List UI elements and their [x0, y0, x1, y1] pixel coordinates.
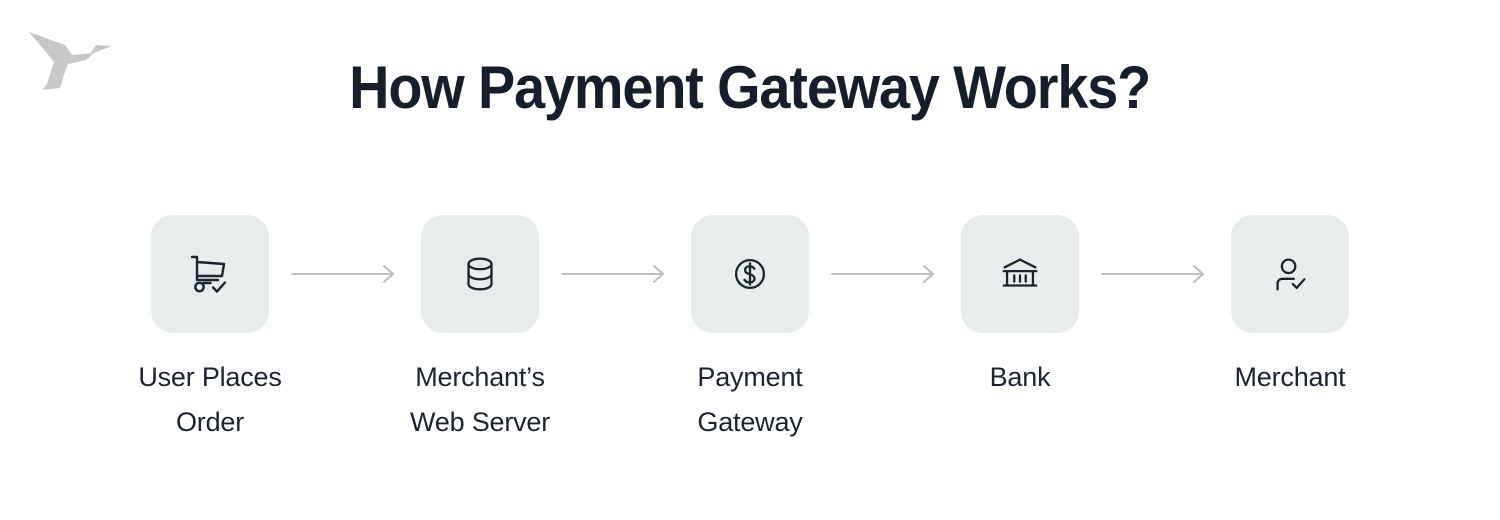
- shopping-cart-check-icon: [186, 250, 234, 298]
- arrow-right-icon: [540, 215, 690, 333]
- flow-step-label: Merchant: [1234, 362, 1346, 392]
- flow-step-icon-card: [421, 215, 539, 333]
- database-server-icon: [457, 251, 503, 297]
- bank-building-icon: [997, 251, 1043, 297]
- page-title: How Payment Gateway Works?: [349, 54, 1151, 121]
- flow-step-label: Bank: [989, 362, 1051, 392]
- flow-step-icon-card: [961, 215, 1079, 333]
- flow-step-label: Merchant’s Web Server: [409, 362, 551, 437]
- arrow-right-icon: [810, 215, 960, 333]
- flow-step-icon-card: [691, 215, 809, 333]
- arrow-right-icon: [1080, 215, 1230, 333]
- flow-step-icon-card: [1231, 215, 1349, 333]
- flow-step-label: Payment Gateway: [697, 362, 803, 437]
- flow-step-payment-gateway[interactable]: Payment Gateway: [690, 215, 810, 445]
- flow-step-label: User Places Order: [138, 362, 282, 437]
- flow-step-merchant[interactable]: Merchant: [1230, 215, 1350, 400]
- flow-step-user-places-order[interactable]: User Places Order: [138, 215, 282, 445]
- arrow-right-icon: [270, 215, 420, 333]
- flow-step-icon-card: [151, 215, 269, 333]
- origami-bird-logo: [24, 22, 116, 94]
- dollar-coin-icon: [727, 251, 773, 297]
- flow-step-merchants-web-server[interactable]: Merchant’s Web Server: [410, 215, 550, 445]
- user-check-icon: [1267, 251, 1313, 297]
- flow-step-bank[interactable]: Bank: [960, 215, 1080, 400]
- page-title-container: How Payment Gateway Works?: [0, 52, 1500, 124]
- payment-flow-diagram: User Places Order Merchant’s Web Server: [0, 215, 1500, 445]
